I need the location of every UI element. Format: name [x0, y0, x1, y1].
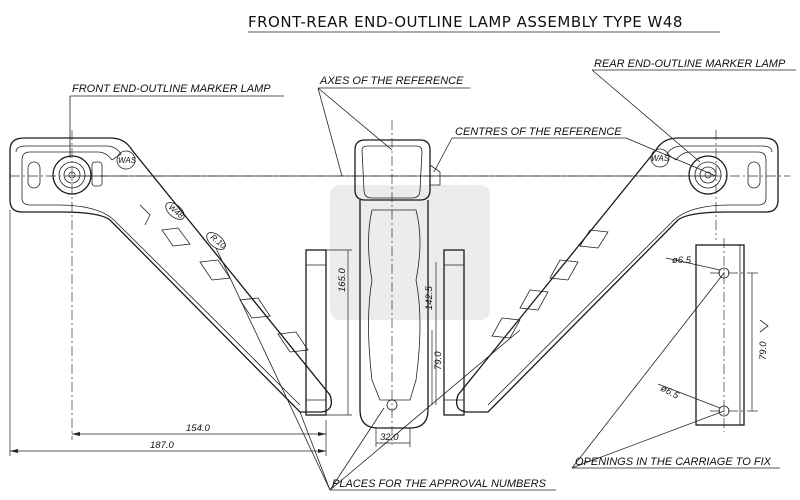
- front-lamp-drawing: [9, 137, 333, 413]
- dim-165: 165.0: [337, 268, 348, 292]
- mark-brand-right: WAS: [651, 154, 670, 163]
- dim-142-5: 142.5: [424, 286, 435, 310]
- label-front-lamp: FRONT END-OUTLINE MARKER LAMP: [72, 83, 271, 95]
- dim-hole-bottom: ø6.5: [659, 383, 682, 402]
- dim-hole-top: ø6.5: [672, 255, 692, 266]
- reference-axes: [10, 130, 790, 440]
- label-openings-carriage: OPENINGS IN THE CARRIAGE TO FIX: [575, 456, 772, 468]
- leader-lines: [69, 69, 796, 491]
- dim-154: 154.0: [186, 423, 210, 434]
- dim-187: 187.0: [150, 440, 174, 451]
- dim-32: 32.0: [380, 432, 399, 443]
- dim-79-right: 79.0: [758, 341, 769, 360]
- label-approval-numbers: PLACES FOR THE APPROVAL NUMBERS: [332, 478, 547, 490]
- dimension-lines: [9, 210, 437, 456]
- mounting-plate-drawing: [695, 238, 769, 432]
- mark-w48: W48: [167, 203, 186, 221]
- mark-brand-left: WAS: [118, 156, 137, 165]
- watermark-logo: [330, 185, 490, 320]
- side-view-drawing: [305, 120, 465, 445]
- drawing-title: FRONT-REAR END-OUTLINE LAMP ASSEMBLY TYP…: [248, 13, 683, 31]
- label-centres-reference: CENTRES OF THE REFERENCE: [455, 126, 622, 138]
- dim-79-mid: 79.0: [433, 351, 444, 370]
- label-axes-reference: AXES OF THE REFERENCE: [319, 75, 464, 87]
- label-rear-lamp: REAR END-OUTLINE MARKER LAMP: [594, 58, 786, 70]
- rear-lamp-drawing: [455, 137, 779, 413]
